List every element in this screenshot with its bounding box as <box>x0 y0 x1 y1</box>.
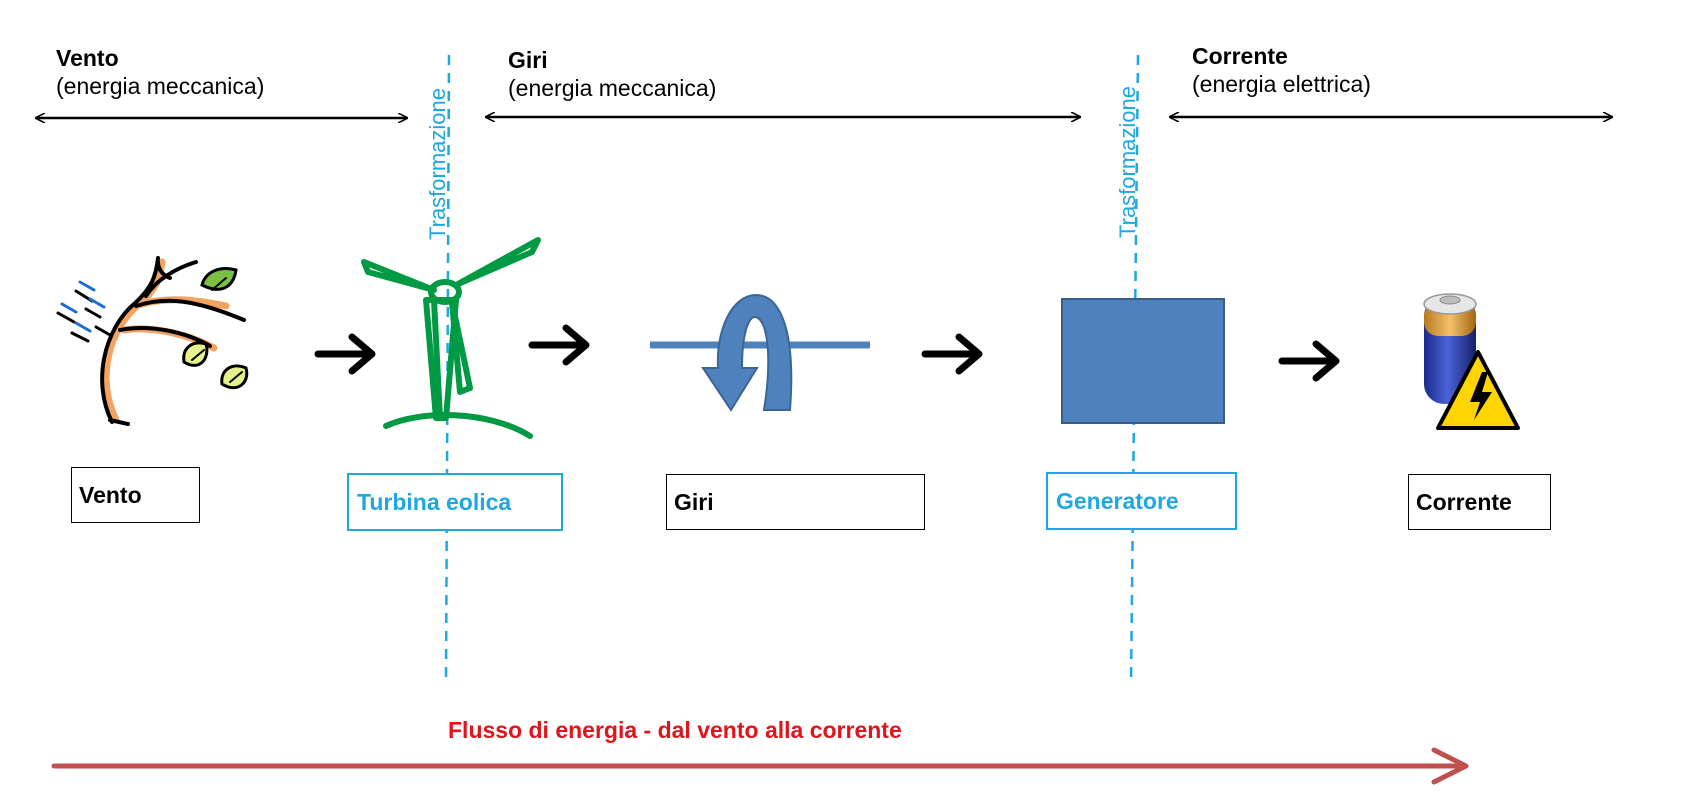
flow-arrow-2 <box>528 324 590 366</box>
segment-subtitle: (energia elettrica) <box>1192 71 1371 97</box>
flow-title: Flusso di energia - dal vento alla corre… <box>448 717 902 743</box>
segment-vento: Vento (energia meccanica) <box>56 44 264 100</box>
segment-subtitle: (energia meccanica) <box>56 73 265 99</box>
transformation-label-1: Trasformazione <box>425 87 450 240</box>
segment-corrente: Corrente (energia elettrica) <box>1192 42 1371 98</box>
battery-warning-icon <box>1423 293 1520 430</box>
flow-arrow-4 <box>1278 340 1340 382</box>
wind-turbine-icon <box>361 237 541 439</box>
segment-title: Vento <box>56 45 119 71</box>
segment-title: Corrente <box>1192 43 1288 69</box>
energy-flow-arrow <box>51 747 1469 785</box>
transformation-label-2: Trasformazione <box>1115 85 1140 238</box>
wind-tree-icon <box>56 256 249 426</box>
stage-label-giri: Giri <box>666 474 925 530</box>
generator-block <box>1061 298 1225 424</box>
flow-arrow-3 <box>921 333 983 375</box>
rotation-icon <box>650 293 870 412</box>
segment-subtitle: (energia meccanica) <box>508 75 717 101</box>
stage-label-corrente: Corrente <box>1408 474 1551 530</box>
stage-label-vento: Vento <box>71 467 200 523</box>
segment-giri: Giri (energia meccanica) <box>508 46 716 102</box>
stage-label-turbina-eolica: Turbina eolica <box>347 473 563 531</box>
stage-label-generatore: Generatore <box>1046 472 1237 530</box>
segment-title: Giri <box>508 47 548 73</box>
flow-arrow-1 <box>314 333 376 375</box>
